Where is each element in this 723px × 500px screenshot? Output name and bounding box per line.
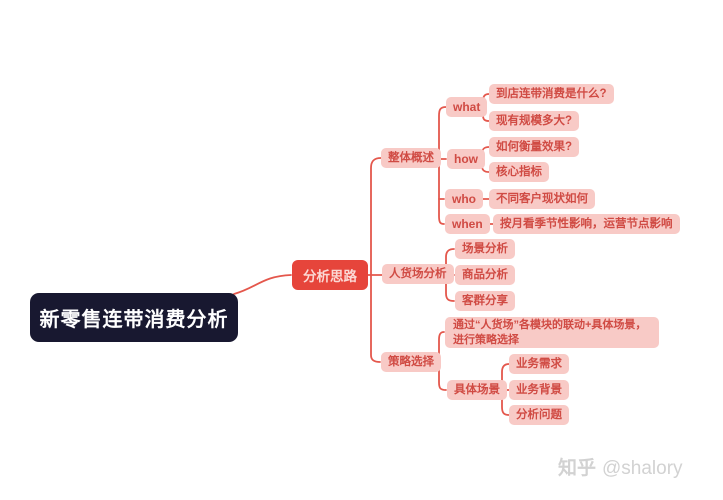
leaf-what-store-consumption[interactable]: 到店连带消费是什么? <box>489 84 614 104</box>
root-node[interactable]: 新零售连带消费分析 <box>30 293 238 342</box>
node-concrete-scenario[interactable]: 具体场景 <box>447 380 507 400</box>
branch-node-overview[interactable]: 整体概述 <box>381 148 441 168</box>
center-node-analysis-approach[interactable]: 分析思路 <box>292 260 368 290</box>
branch-node-people-goods-place[interactable]: 人货场分析 <box>382 264 454 284</box>
note-strategy-approach[interactable]: 通过“人货场”各模块的联动+具体场景，进行策略选择 <box>445 317 659 348</box>
leaf-business-background[interactable]: 业务背景 <box>509 380 569 400</box>
node-what[interactable]: what <box>446 97 488 117</box>
watermark-brand: 知乎 <box>558 458 597 479</box>
leaf-what-current-scale[interactable]: 现有规模多大? <box>489 111 580 131</box>
leaf-product-analysis[interactable]: 商品分析 <box>455 265 515 285</box>
leaf-analysis-question[interactable]: 分析问题 <box>509 405 569 425</box>
node-when[interactable]: when <box>445 214 490 234</box>
node-how[interactable]: how <box>447 149 485 169</box>
watermark-handle: @shalory <box>602 458 683 479</box>
leaf-how-core-metrics[interactable]: 核心指标 <box>489 162 549 182</box>
leaf-when-seasonality[interactable]: 按月看季节性影响，运营节点影响 <box>493 214 680 234</box>
leaf-business-demand[interactable]: 业务需求 <box>509 354 569 374</box>
watermark: 知乎@shalory <box>558 453 683 480</box>
leaf-customer-group-share[interactable]: 客群分享 <box>455 291 515 311</box>
branch-node-strategy[interactable]: 策略选择 <box>381 352 441 372</box>
connector-trunk <box>370 157 382 363</box>
leaf-how-measure-effect[interactable]: 如何衡量效果? <box>489 137 580 157</box>
leaf-scene-analysis[interactable]: 场景分析 <box>455 239 515 259</box>
node-who[interactable]: who <box>445 189 483 209</box>
leaf-who-customer-status[interactable]: 不同客户现状如何 <box>489 189 595 209</box>
connector-root-center <box>233 274 292 295</box>
